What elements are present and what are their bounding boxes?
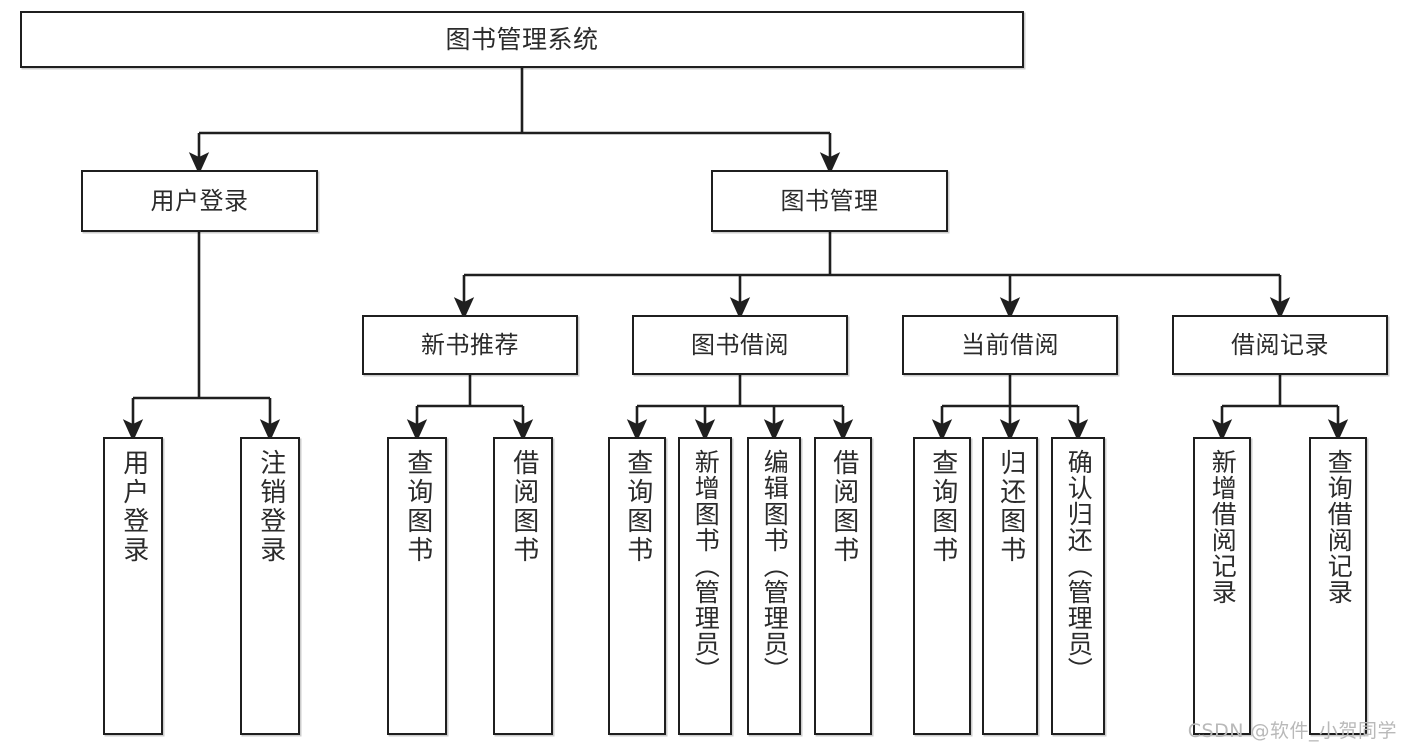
- node-label: 借阅记录: [1231, 330, 1329, 359]
- leaf-borrow-book-recommend[interactable]: 借阅图书: [493, 437, 553, 735]
- node-root-system[interactable]: 图书管理系统: [20, 11, 1024, 68]
- leaf-logout[interactable]: 注销登录: [240, 437, 300, 735]
- node-label: 归还图书: [995, 449, 1026, 565]
- leaf-edit-book[interactable]: 编辑图书（管理员）: [747, 437, 801, 735]
- leaf-user-login[interactable]: 用户登录: [103, 437, 163, 735]
- node-label: 新增图书（管理员）: [691, 449, 721, 683]
- leaf-query-borrow-record[interactable]: 查询借阅记录: [1309, 437, 1367, 735]
- node-label: 查询图书: [927, 449, 958, 565]
- node-label: 图书管理系统: [445, 24, 599, 54]
- node-label: 图书借阅: [691, 330, 789, 359]
- leaf-query-book-borrow[interactable]: 查询图书: [608, 437, 666, 735]
- node-label: 新增借阅记录: [1208, 449, 1238, 605]
- node-label: 注销登录: [255, 449, 286, 565]
- node-label: 编辑图书（管理员）: [760, 449, 790, 683]
- node-label: 借阅图书: [828, 449, 859, 565]
- node-new-book-rec[interactable]: 新书推荐: [362, 315, 578, 375]
- node-label: 查询图书: [402, 449, 433, 565]
- leaf-confirm-return[interactable]: 确认归还（管理员）: [1051, 437, 1105, 735]
- node-label: 用户登录: [118, 449, 149, 565]
- csdn-watermark: CSDN @软件_小贺同学: [1187, 720, 1397, 742]
- leaf-return-book[interactable]: 归还图书: [982, 437, 1038, 735]
- leaf-borrow-book[interactable]: 借阅图书: [814, 437, 872, 735]
- leaf-add-borrow-record[interactable]: 新增借阅记录: [1193, 437, 1251, 735]
- node-label: 确认归还（管理员）: [1064, 449, 1094, 683]
- node-label: 借阅图书: [508, 449, 539, 565]
- node-label: 查询图书: [622, 449, 653, 565]
- node-book-borrow[interactable]: 图书借阅: [632, 315, 848, 375]
- node-current-borrow[interactable]: 当前借阅: [902, 315, 1118, 375]
- node-label: 查询借阅记录: [1324, 449, 1354, 605]
- node-label: 用户登录: [150, 186, 249, 215]
- leaf-add-book[interactable]: 新增图书（管理员）: [678, 437, 732, 735]
- node-borrow-record[interactable]: 借阅记录: [1172, 315, 1388, 375]
- node-label: 图书管理: [780, 186, 879, 215]
- leaf-query-book-current[interactable]: 查询图书: [913, 437, 971, 735]
- node-book-manage[interactable]: 图书管理: [711, 170, 948, 232]
- node-user-login[interactable]: 用户登录: [81, 170, 318, 232]
- node-label: 当前借阅: [961, 330, 1059, 359]
- leaf-query-book-recommend[interactable]: 查询图书: [387, 437, 447, 735]
- node-label: 新书推荐: [421, 330, 519, 359]
